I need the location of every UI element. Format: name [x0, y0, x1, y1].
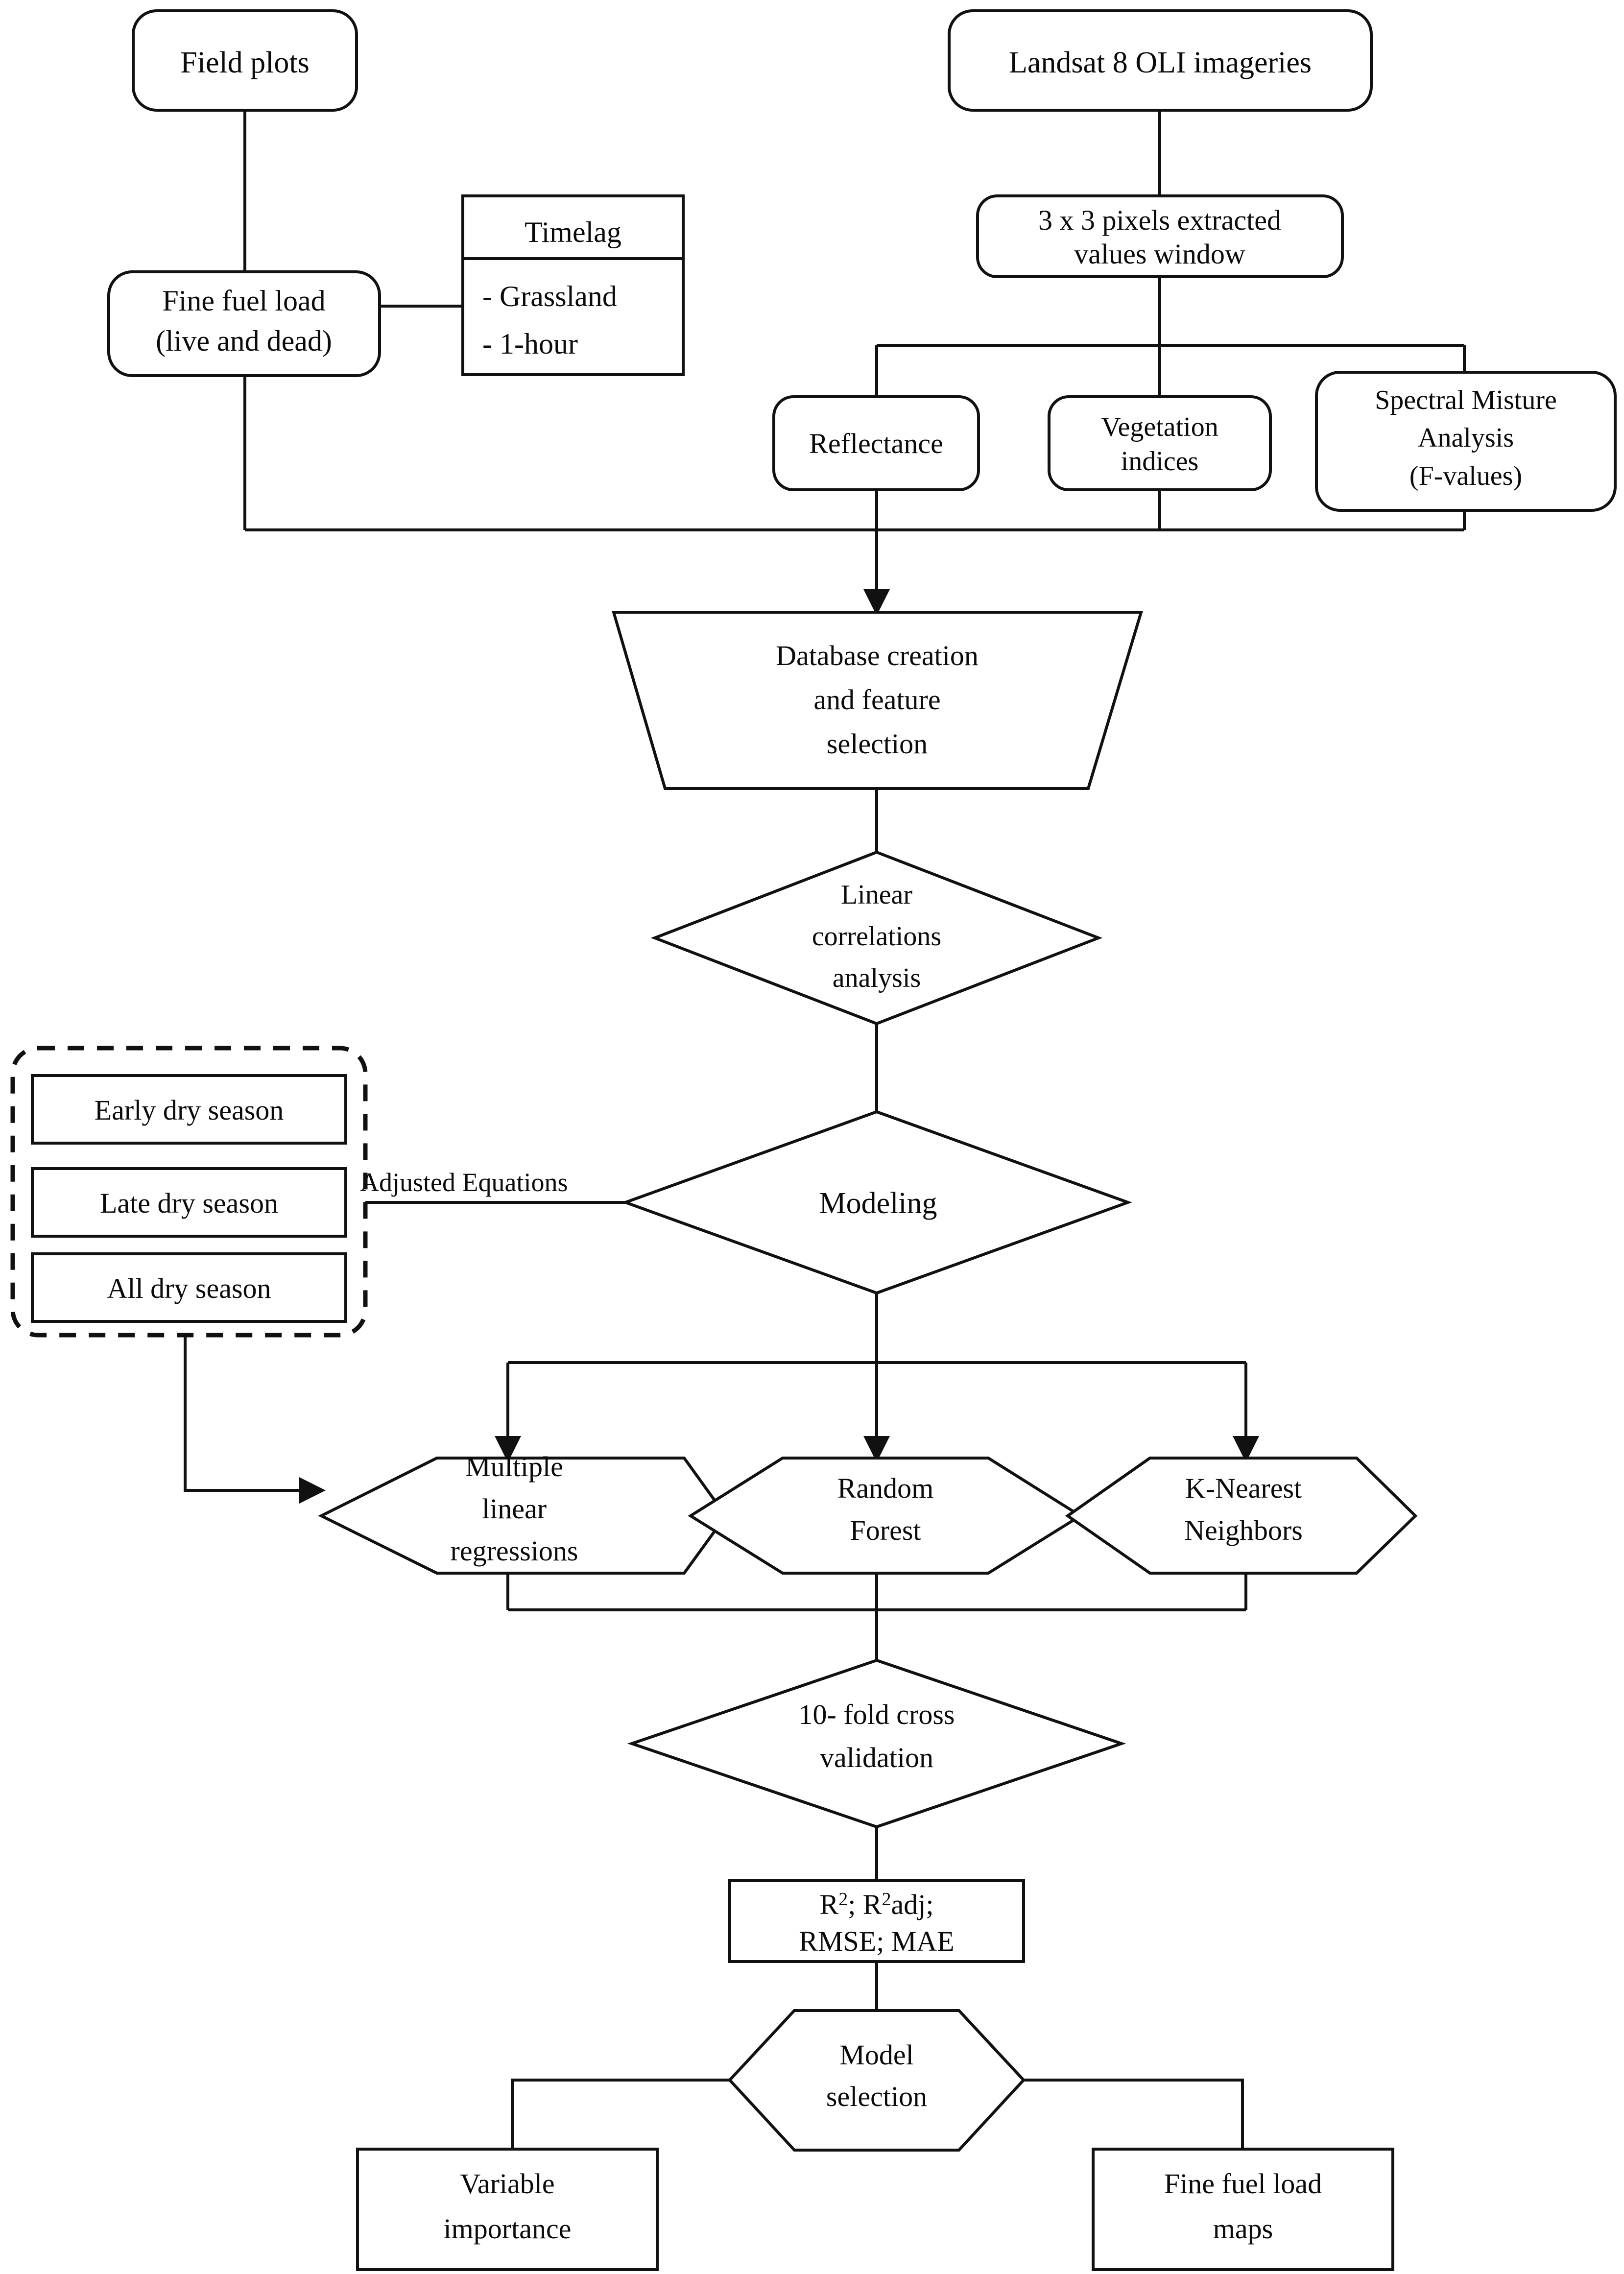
node-metrics[interactable] [728, 1879, 1025, 1963]
metrics-r2-c: adj; [891, 1889, 934, 1920]
variable-importance-line2: importance [444, 2213, 572, 2245]
linear-correlations-line3: analysis [833, 963, 921, 993]
node-linear-correlations[interactable] [650, 850, 1103, 1026]
edge-seasons-to-mlr [184, 1335, 326, 1504]
timelag-header-label: Timelag [525, 216, 621, 248]
mlr-line1: Multiple [465, 1451, 563, 1483]
metrics-r2-a: R [820, 1889, 839, 1920]
fine-fuel-load-maps-line1: Fine fuel load [1164, 2168, 1322, 2200]
season-item-early-label: Early dry season [95, 1094, 284, 1126]
node-random-forest[interactable] [688, 1457, 1083, 1575]
metrics-sup-1: 2 [838, 1889, 848, 1910]
season-item-late-label: Late dry season [100, 1187, 278, 1219]
database-creation-line1: Database creation [776, 640, 979, 671]
node-knn[interactable] [1065, 1457, 1418, 1575]
season-group-container [10, 1046, 368, 1338]
node-field-plots[interactable] [132, 9, 358, 112]
reflectance-label: Reflectance [809, 428, 943, 459]
node-multiple-linear-regressions[interactable] [318, 1457, 728, 1575]
metrics-line1: R2; R2adj; [820, 1889, 934, 1920]
node-modeling[interactable] [621, 1110, 1132, 1295]
fine-fuel-load-line2: (live and dead) [156, 325, 332, 357]
node-landsat-imageries[interactable] [948, 9, 1373, 112]
field-plots-label: Field plots [180, 46, 310, 79]
season-item-early[interactable] [31, 1074, 347, 1145]
node-pixel-window[interactable] [976, 194, 1344, 278]
linear-correlations-line2: correlations [812, 921, 941, 952]
season-item-late[interactable] [31, 1167, 347, 1238]
cross-validation-line2: validation [820, 1742, 933, 1773]
mlr-line3: regressions [451, 1535, 578, 1567]
node-cross-validation[interactable] [627, 1658, 1126, 1829]
fine-fuel-load-maps-line2: maps [1213, 2213, 1273, 2245]
mlr-line2: linear [482, 1493, 547, 1525]
pixel-window-line2: values window [1074, 238, 1245, 270]
knn-line1: K-Nearest [1185, 1472, 1302, 1504]
node-model-selection[interactable] [727, 2009, 1026, 2152]
metrics-line2: RMSE; MAE [799, 1925, 954, 1957]
modeling-label: Modeling [819, 1187, 937, 1220]
cross-validation-line1: 10- fold cross [799, 1699, 955, 1730]
metrics-sup-2: 2 [882, 1889, 891, 1910]
knn-line2: Neighbors [1184, 1514, 1303, 1546]
node-database-creation[interactable] [612, 611, 1144, 790]
database-creation-line3: selection [827, 728, 928, 760]
spectral-mixture-line3: (F-values) [1409, 461, 1522, 491]
rf-line1: Random [837, 1472, 934, 1504]
timelag-item-1: - Grassland [482, 280, 617, 312]
pixel-window-line1: 3 x 3 pixels extracted [1038, 204, 1281, 236]
vegetation-indices-line2: indices [1121, 446, 1199, 477]
model-selection-line2: selection [826, 2081, 927, 2112]
vegetation-indices-line1: Vegetation [1101, 412, 1218, 442]
spectral-mixture-line2: Analysis [1418, 423, 1514, 453]
metrics-r2-b: ; R [848, 1889, 882, 1920]
season-item-all-label: All dry season [107, 1272, 271, 1304]
node-fine-fuel-load[interactable] [107, 270, 381, 377]
adjusted-equations-label: Adjusted Equations [360, 1168, 568, 1197]
edge-modelselection-to-fuelmaps [959, 2079, 1244, 2150]
season-item-all[interactable] [31, 1252, 347, 1323]
node-variable-importance[interactable] [356, 2148, 659, 2271]
rf-line2: Forest [850, 1514, 921, 1546]
edge-modelselection-to-varimportance [511, 2079, 794, 2150]
node-vegetation-indices[interactable] [1048, 395, 1272, 491]
fine-fuel-load-line1: Fine fuel load [162, 285, 325, 317]
node-reflectance[interactable] [772, 395, 980, 491]
node-spectral-mixture-analysis[interactable] [1315, 371, 1617, 512]
node-timelag[interactable] [461, 194, 685, 376]
model-selection-line1: Model [839, 2039, 913, 2071]
database-creation-line2: and feature [813, 684, 940, 716]
timelag-item-2: - 1-hour [482, 328, 578, 360]
spectral-mixture-line1: Spectral Misture [1375, 385, 1557, 415]
linear-correlations-line1: Linear [841, 880, 912, 910]
landsat-label: Landsat 8 OLI imageries [1009, 46, 1312, 79]
node-fine-fuel-load-maps[interactable] [1092, 2148, 1394, 2271]
variable-importance-line1: Variable [460, 2168, 554, 2200]
